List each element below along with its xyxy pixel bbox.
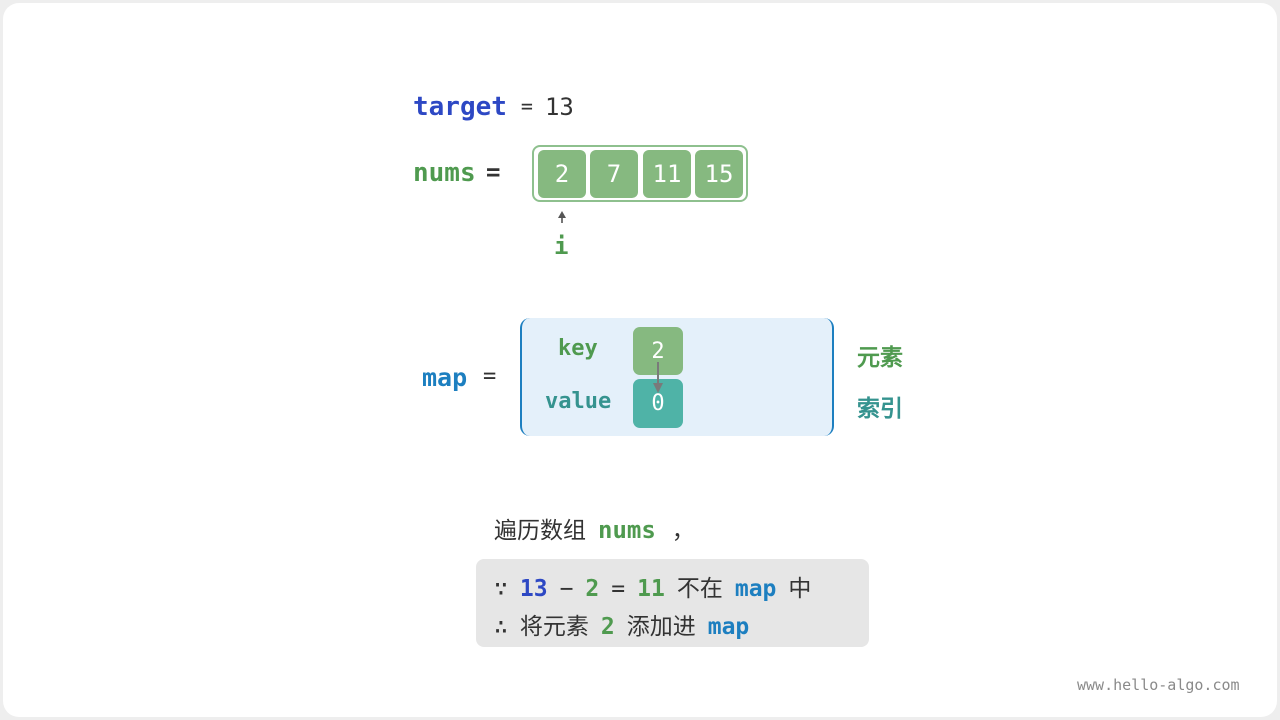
map-variable: map [422,363,468,392]
therefore-symbol: ∴ [494,614,508,640]
expr-element: 2 [585,576,600,602]
target-equals: = [520,94,533,118]
explanation-line-because: ∵ 13−2 = 11 不在 map 中 [494,569,811,603]
traverse-comma: ， [671,518,695,544]
target-value: 13 [544,93,574,121]
add-element: 2 [600,614,615,640]
traverse-text: 遍历数组 [494,518,586,544]
key-to-value-arrow-icon [653,362,663,393]
expr-target: 13 [519,576,548,602]
explanation-box [476,559,869,647]
nums-variable: nums [413,158,476,188]
add-text-1: 将元素 [519,614,589,640]
traverse-array-name: nums [598,516,656,544]
pointer-arrow-icon [558,211,566,223]
map-value-label: value [545,389,612,414]
array-cell-2: 11 [643,150,691,198]
pointer-i-label: i [554,232,569,260]
target-variable: target [413,92,507,122]
array-cell-1: 7 [590,150,638,198]
nums-equals: = [486,158,501,186]
explanation-line-therefore: ∴ 将元素 2 添加进 map [494,607,749,641]
target-line: target = 13 [413,92,574,122]
middle-char: 中 [788,576,812,602]
watermark: www.hello-algo.com [1077,676,1240,694]
expr-equals: = [611,576,626,602]
add-text-2: 添加进 [626,614,696,640]
array-cell-3: 15 [695,150,743,198]
map-key-label: key [558,336,598,361]
traverse-caption: 遍历数组 nums ， [494,511,695,545]
not-in-map-name: map [734,576,777,602]
add-map-name: map [707,614,750,640]
expr-minus: − [559,576,574,602]
legend-element-label: 元素 [857,345,903,371]
map-equals: = [483,364,497,389]
not-in-text: 不在 [676,576,723,602]
array-cell-0: 2 [538,150,586,198]
expr-result: 11 [637,576,665,602]
because-symbol: ∵ [494,576,508,602]
legend-index-label: 索引 [857,396,903,422]
